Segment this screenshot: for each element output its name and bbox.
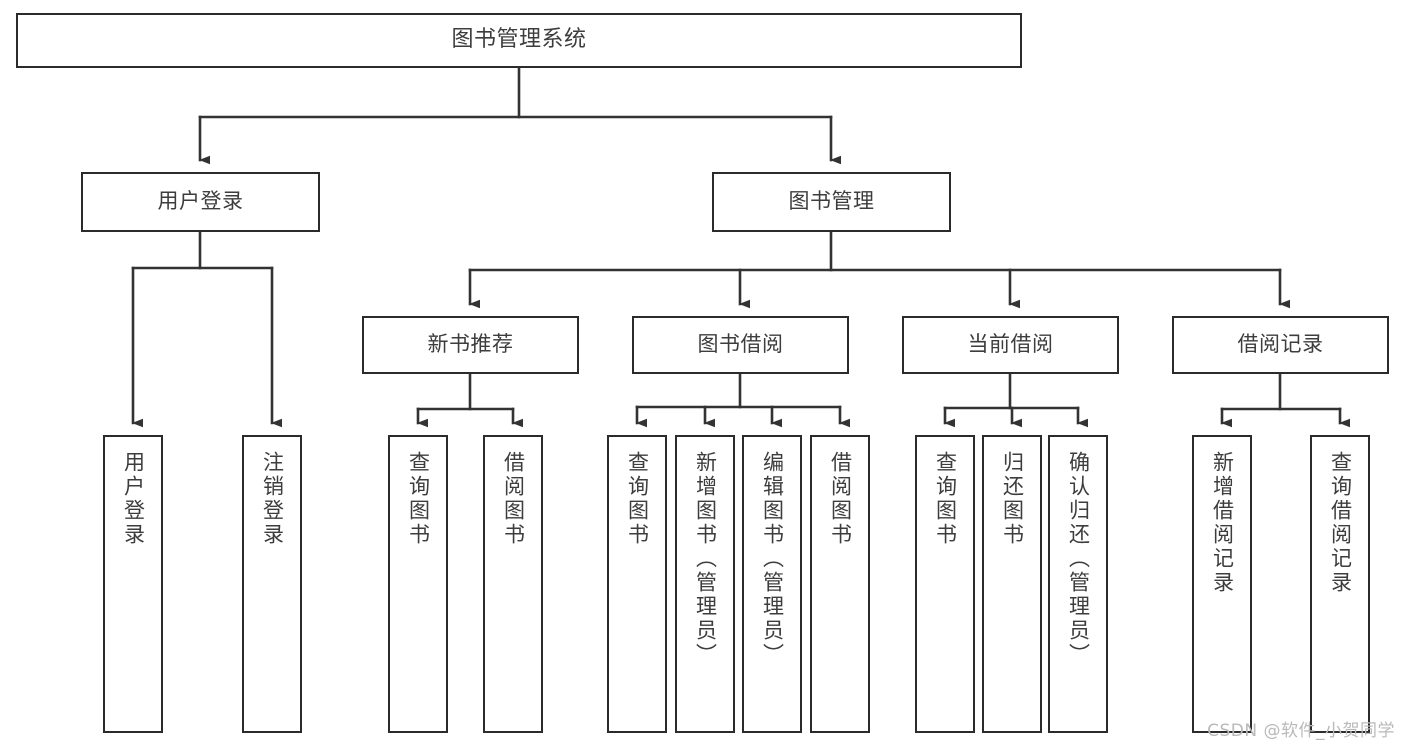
csdn-watermark: CSDN @软件_小贺同学 bbox=[1207, 721, 1395, 741]
node-leaf-edit-book[interactable]: 编辑图书（管理员） bbox=[742, 435, 802, 733]
node-book-manage-label: 图书管理 bbox=[788, 189, 875, 214]
node-current-borrow-label: 当前借阅 bbox=[967, 332, 1054, 357]
node-book-borrow-label: 图书借阅 bbox=[697, 332, 784, 357]
node-leaf-return-book-label: 归还图书 bbox=[1000, 451, 1025, 547]
node-root-label: 图书管理系统 bbox=[451, 27, 587, 53]
edge-book-borrow-to-leaves bbox=[635, 372, 850, 428]
edge-user-login-to-leaves bbox=[131, 230, 282, 428]
node-leaf-borrow-book-2[interactable]: 借阅图书 bbox=[810, 435, 870, 733]
edge-root-to-level2 bbox=[198, 66, 841, 165]
node-leaf-logout[interactable]: 注销登录 bbox=[242, 435, 302, 733]
node-leaf-query-book-3-label: 查询图书 bbox=[933, 451, 958, 547]
node-leaf-query-book-1-label: 查询图书 bbox=[406, 451, 431, 547]
edge-book-manage-to-level3 bbox=[468, 230, 1290, 309]
node-leaf-query-record[interactable]: 查询借阅记录 bbox=[1310, 435, 1370, 733]
node-borrow-record-label: 借阅记录 bbox=[1237, 332, 1324, 357]
node-leaf-user-login-label: 用户登录 bbox=[121, 451, 146, 547]
node-leaf-user-login[interactable]: 用户登录 bbox=[103, 435, 163, 733]
node-leaf-query-book-2[interactable]: 查询图书 bbox=[607, 435, 667, 733]
node-book-manage[interactable]: 图书管理 bbox=[712, 172, 951, 232]
node-leaf-query-book-1[interactable]: 查询图书 bbox=[388, 435, 448, 733]
node-leaf-query-record-label: 查询借阅记录 bbox=[1328, 451, 1353, 595]
node-leaf-borrow-book-1[interactable]: 借阅图书 bbox=[483, 435, 543, 733]
node-leaf-borrow-book-1-label: 借阅图书 bbox=[501, 451, 526, 547]
node-leaf-borrow-book-2-label: 借阅图书 bbox=[828, 451, 853, 547]
node-user-login-label: 用户登录 bbox=[157, 189, 244, 214]
edge-current-borrow-to-leaves bbox=[943, 372, 1088, 428]
node-current-borrow[interactable]: 当前借阅 bbox=[902, 316, 1119, 374]
node-leaf-confirm-return-label: 确认归还（管理员） bbox=[1066, 451, 1091, 667]
node-leaf-add-record-label: 新增借阅记录 bbox=[1210, 451, 1235, 595]
node-user-login[interactable]: 用户登录 bbox=[81, 172, 320, 232]
node-new-book-recommend-label: 新书推荐 bbox=[427, 332, 514, 357]
node-root[interactable]: 图书管理系统 bbox=[16, 13, 1022, 68]
edge-new-book-recommend-to-leaves bbox=[416, 372, 523, 428]
node-leaf-return-book[interactable]: 归还图书 bbox=[982, 435, 1042, 733]
node-new-book-recommend[interactable]: 新书推荐 bbox=[362, 316, 579, 374]
node-leaf-add-record[interactable]: 新增借阅记录 bbox=[1192, 435, 1252, 733]
node-leaf-add-book-label: 新增图书（管理员） bbox=[693, 451, 718, 667]
node-borrow-record[interactable]: 借阅记录 bbox=[1172, 316, 1389, 374]
node-leaf-query-book-3[interactable]: 查询图书 bbox=[915, 435, 975, 733]
node-leaf-query-book-2-label: 查询图书 bbox=[625, 451, 650, 547]
node-leaf-confirm-return[interactable]: 确认归还（管理员） bbox=[1048, 435, 1108, 733]
node-leaf-edit-book-label: 编辑图书（管理员） bbox=[760, 451, 785, 667]
node-leaf-add-book[interactable]: 新增图书（管理员） bbox=[675, 435, 735, 733]
edge-borrow-record-to-leaves bbox=[1220, 372, 1350, 428]
node-book-borrow[interactable]: 图书借阅 bbox=[632, 316, 849, 374]
node-leaf-logout-label: 注销登录 bbox=[260, 451, 285, 547]
